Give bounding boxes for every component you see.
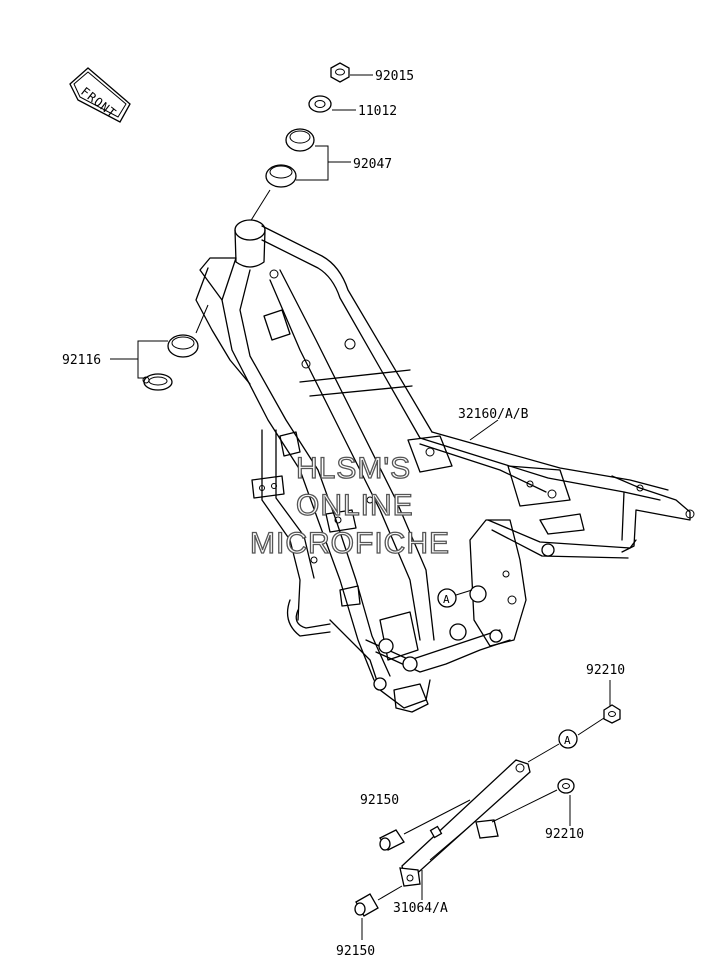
race-92047-lower <box>265 164 297 188</box>
head-nut-92015 <box>330 62 350 83</box>
nut-92210-top <box>603 704 621 724</box>
seal-11012 <box>308 95 332 113</box>
watermark-line2: ONLINE <box>296 489 414 522</box>
marker-a-frame-label: A <box>443 593 450 606</box>
callout-92015: 92015 <box>375 69 414 84</box>
bolt-92150-bottom <box>354 893 379 917</box>
engine-bracket-31064 <box>399 759 531 887</box>
callout-92210-mid: 92210 <box>545 827 584 842</box>
clamp-92116 <box>142 373 173 391</box>
ring-92116 <box>167 334 199 358</box>
callout-92150-mid: 92150 <box>360 793 399 808</box>
callout-31064: 31064/A <box>393 901 448 916</box>
race-92047-upper <box>285 128 315 152</box>
marker-a-bracket-label: A <box>564 734 571 747</box>
bolt-92150-mid <box>379 825 443 851</box>
marker-a-bracket: A <box>558 729 578 749</box>
callout-92047: 92047 <box>353 157 392 172</box>
callout-32160: 32160/A/B <box>458 407 529 422</box>
watermark-line1: HLSM'S <box>296 452 411 485</box>
watermark-line3: MICROFICHE <box>250 527 450 560</box>
callout-92116: 92116 <box>62 353 101 368</box>
marker-a-frame: A <box>437 588 457 608</box>
nut-92210-mid <box>557 778 575 794</box>
callout-11012: 11012 <box>358 104 397 119</box>
watermark: HLSM'S ONLINE MICROFICHE <box>249 451 450 560</box>
front-direction-arrow: FRONT <box>69 67 131 123</box>
callout-92210-top: 92210 <box>586 663 625 678</box>
main-frame-32160 <box>195 219 695 713</box>
callout-92150-bottom: 92150 <box>336 944 375 959</box>
